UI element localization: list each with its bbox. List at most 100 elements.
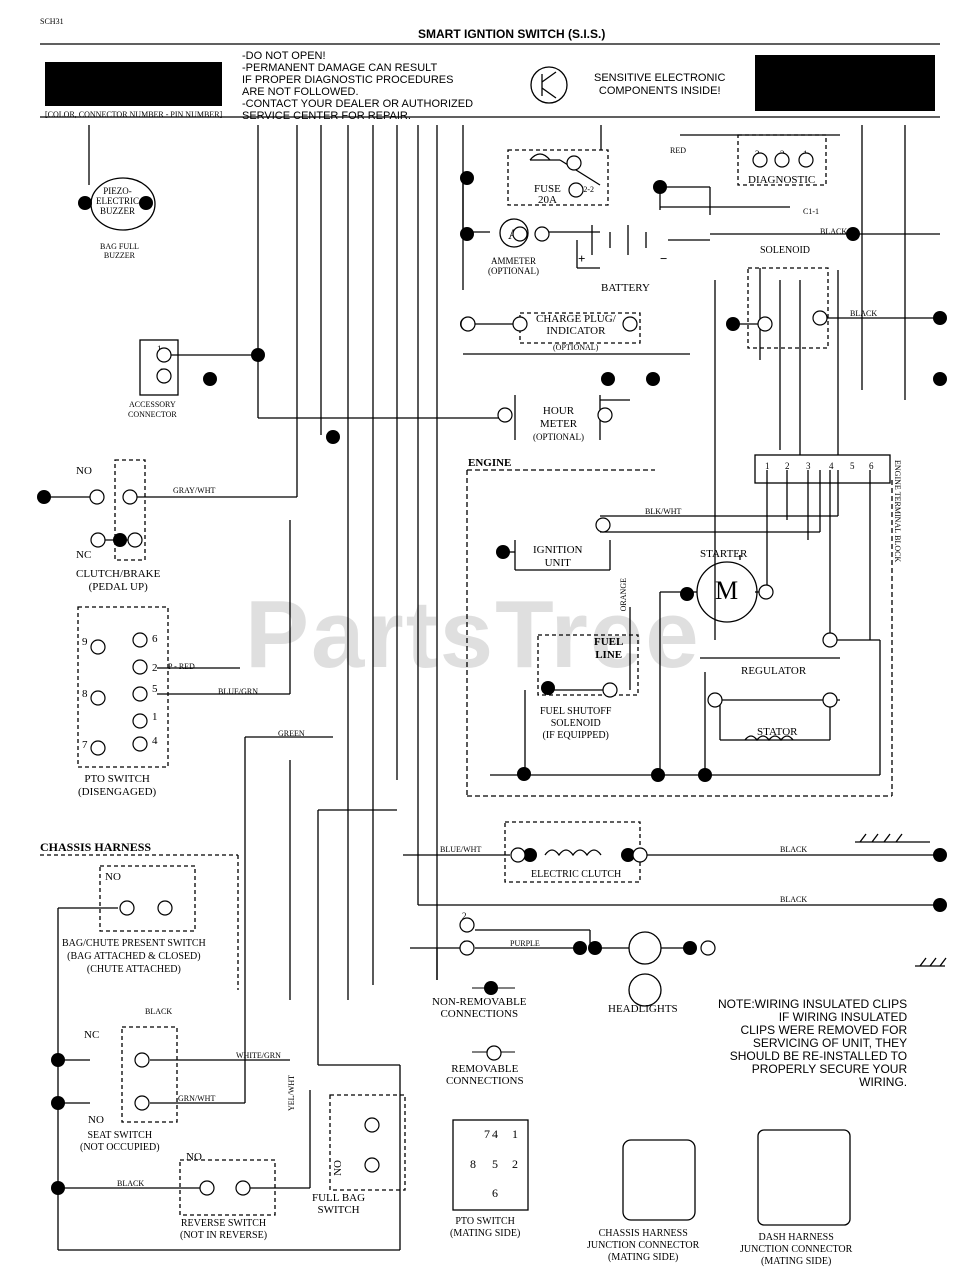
hour-line: HOUR: [542, 405, 575, 417]
warning-line: SERVICE CENTER FOR REPAIR.: [242, 110, 411, 122]
clutch-no-label: NO: [76, 465, 92, 477]
warning-line: -CONTACT YOUR DEALER OR AUTHORIZED: [242, 98, 474, 110]
reverse-switch-label: REVERSE SWITCH (NOT IN REVERSE): [180, 1218, 267, 1242]
reverse-line: (NOT IN REVERSE): [180, 1230, 268, 1241]
removable-connection-dot: [798, 152, 814, 168]
removable-connection-dot: [707, 692, 723, 708]
removable-connection-dot: [364, 1157, 380, 1173]
diag-cable-id: C1-1: [803, 207, 819, 216]
pto-line: (DISENGAGED): [78, 786, 157, 798]
charge-line: INDICATOR: [546, 325, 606, 337]
fixed-connection-dot: [588, 941, 602, 955]
fixed-connection-dot: [601, 372, 615, 386]
fixed-connection-dot: [203, 372, 217, 386]
chassis-harness-label: CHASSIS HARNESS: [40, 840, 152, 854]
removable-connection-dot: [364, 1117, 380, 1133]
chassis-junction-label: CHASSIS HARNESS JUNCTION CONNECTOR (MATI…: [587, 1228, 699, 1264]
note-line: SERVICING OF UNIT, THEY: [752, 1036, 908, 1050]
hour-line: METER: [539, 418, 578, 430]
fuel-solenoid-label: FUEL SHUTOFF SOLENOID (IF EQUIPPED): [540, 706, 611, 742]
pto-pin-4: 4: [152, 735, 158, 747]
pto-mating-label: PTO SWITCH (MATING SIDE): [450, 1216, 520, 1240]
dash-jct-line: JUNCTION CONNECTOR: [740, 1244, 853, 1255]
ammeter-line: (OPTIONAL): [488, 266, 539, 276]
removable-connection-dot: [497, 407, 513, 423]
pto-switch-label: PTO SWITCH (DISENGAGED): [78, 773, 156, 799]
fixed-connection-dot: [251, 348, 265, 362]
terminal-line: TERMINAL: [893, 491, 902, 534]
pto-pin-6: 6: [152, 633, 158, 645]
fixed-connection-dot: [573, 941, 587, 955]
wire-label-p-red: P - RED: [168, 662, 195, 671]
wiring-note: NOTE:WIRING INSULATED CLIPS IF WIRING IN…: [718, 998, 907, 1089]
removable-connection-dot: [566, 155, 582, 171]
removable-connection-dot: [132, 713, 148, 729]
legend-line: NON-REMOVABLE: [432, 996, 527, 1008]
clutch-line: (PEDAL UP): [88, 581, 148, 593]
fixed-connection-dot: [680, 587, 694, 601]
removable-connection-dot: [132, 736, 148, 752]
bag-full-line: BAG FULL: [100, 242, 139, 251]
fuel-line-text: FUEL: [594, 636, 624, 648]
accessory-label: ACCESSORY CONNECTOR: [128, 400, 177, 420]
removable-connection-dot: [199, 1180, 215, 1196]
fixed-connection-dot: [326, 430, 340, 444]
legend-line: CONNECTIONS: [446, 1075, 524, 1087]
solenoid-label: SOLENOID: [760, 245, 810, 256]
dash-junction-label: DASH HARNESS JUNCTION CONNECTOR (MATING …: [740, 1232, 852, 1268]
headlight-pin-2: 2: [462, 911, 467, 921]
removable-connection-dot: [774, 152, 790, 168]
chassis-jct-line: (MATING SIDE): [608, 1252, 679, 1263]
removable-connection-dot: [700, 940, 716, 956]
wire-label-black-2: BLACK: [850, 309, 878, 318]
removable-connection-dot: [812, 310, 828, 326]
terminal-line: ENGINE: [893, 460, 902, 490]
pto-mating-line: (MATING SIDE): [450, 1228, 521, 1239]
note-line: CLIPS WERE REMOVED FOR: [740, 1023, 908, 1037]
fixed-connection-dot: [933, 848, 947, 862]
fixed-connection-dot: [541, 681, 555, 695]
removable-connection-dot: [568, 182, 584, 198]
reverse-line: REVERSE SWITCH: [180, 1218, 267, 1229]
fixed-connection-dot: [517, 767, 531, 781]
bag-chute-label: BAG/CHUTE PRESENT SWITCH (BAG ATTACHED &…: [62, 937, 206, 976]
accessory-line: ACCESSORY: [129, 400, 176, 409]
accessory-line: CONNECTOR: [128, 410, 177, 419]
fuse-cable-id: C2-2: [578, 185, 594, 194]
pto-mating-line: PTO SWITCH: [455, 1216, 515, 1227]
fixed-connection-dot: [37, 490, 51, 504]
removable-connection-dot: [512, 226, 528, 242]
fixed-connection-dot: [621, 848, 635, 862]
pto-line: PTO SWITCH: [84, 773, 150, 785]
terminal-pin-3: 3: [806, 461, 811, 471]
removable-connection-dot: [632, 847, 648, 863]
mating-pin-6: 6: [492, 1186, 498, 1200]
removable-connection-dot: [822, 692, 838, 708]
hour-line: (OPTIONAL): [533, 432, 584, 442]
removable-connection-dot: [534, 226, 550, 242]
removable-connection-dot: [90, 639, 106, 655]
buzzer-line: BUZZER: [100, 206, 135, 216]
ammeter-label: AMMETER (OPTIONAL): [488, 256, 539, 276]
wire-label-green: GREEN: [278, 729, 305, 738]
terminal-pin-4: 4: [829, 461, 834, 471]
fixed-connection-dot: [139, 196, 153, 210]
removable-connection-dot: [235, 1180, 251, 1196]
removable-connection-dot: [156, 368, 172, 384]
regulator-label: REGULATOR: [741, 665, 807, 677]
charge-optional: (OPTIONAL): [553, 343, 599, 352]
pto-pin-2: 2: [152, 662, 158, 674]
pto-pin-9: 9: [82, 636, 88, 648]
terminal-pin-2: 2: [785, 461, 790, 471]
bag-full-line: BUZZER: [103, 251, 135, 260]
buzzer-label: PIEZO- ELECTRIC BUZZER: [96, 186, 139, 216]
pto-pin-1: 1: [152, 711, 158, 723]
removable-connection-dot: [90, 740, 106, 756]
removable-legend: REMOVABLE CONNECTIONS: [446, 1063, 524, 1087]
full-bag-line: FULL BAG: [312, 1192, 366, 1204]
removable-connection-dot: [595, 517, 611, 533]
fixed-connection-dot: [683, 941, 697, 955]
removable-connection-dot: [459, 940, 475, 956]
parts-tree-watermark: PartsTree: [245, 581, 701, 688]
